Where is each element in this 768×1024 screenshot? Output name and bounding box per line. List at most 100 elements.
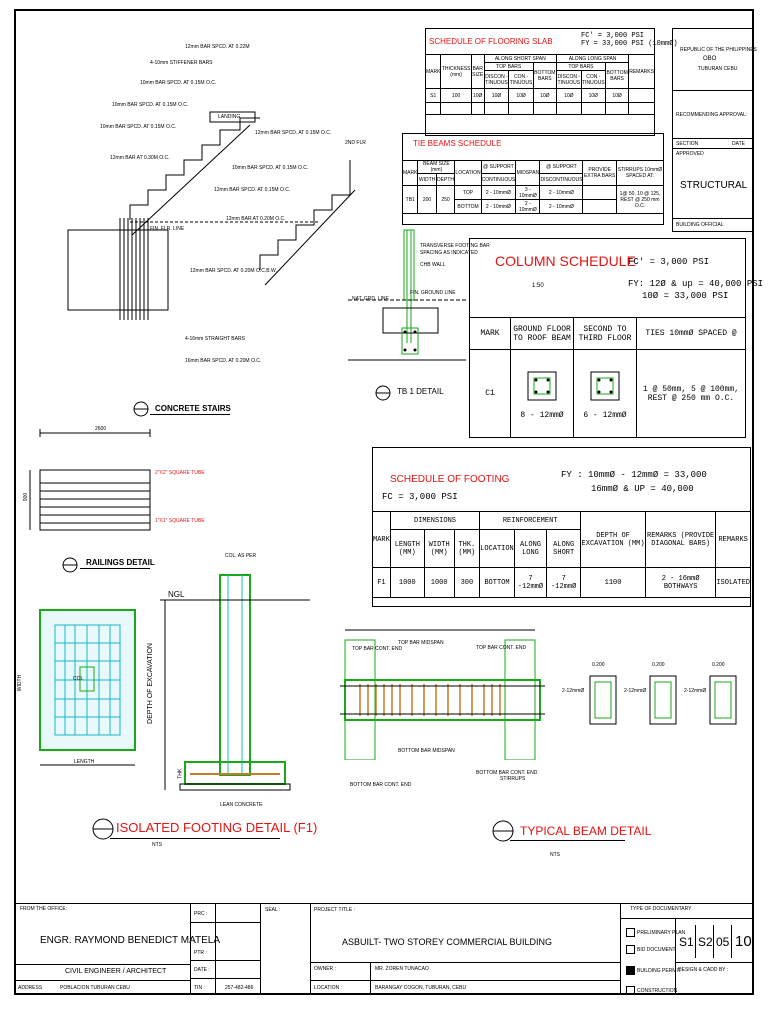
- tb-tin: TIN :: [194, 985, 205, 991]
- col-header: @ SUPPORT: [480, 160, 517, 174]
- beam-note: BOTTOM BAR MIDSPAN: [398, 748, 455, 754]
- section-marker-icon: [133, 401, 149, 417]
- tb1-note: TRANSVERSE FOOTING BAR: [420, 243, 490, 249]
- cell: 2 - 10mmØ: [539, 199, 584, 214]
- footing-fc: FC = 3,000 PSI: [382, 492, 458, 502]
- cell: [582, 199, 617, 214]
- agency-section: SECTION: [676, 141, 699, 147]
- col-header: THK. (MM): [453, 529, 481, 568]
- col-header: REMARKS: [715, 511, 751, 568]
- stairs-note: 2ND FLR: [345, 140, 366, 146]
- cell: 10Ø: [532, 88, 557, 103]
- cell: 100: [440, 88, 472, 103]
- cell: 2 - 10mmØ: [480, 185, 517, 200]
- stairs-note: 12mm BAR AT 0.20M O.C.: [226, 216, 286, 222]
- opt-label: CONSTRUCTION: [637, 987, 678, 994]
- column-title: COLUMN SCHEDULE: [495, 253, 636, 269]
- railings-dim2: 900: [23, 492, 30, 502]
- cell: 200: [417, 185, 437, 214]
- column-scale: 1:50: [532, 283, 544, 289]
- column-schedule: COLUMN SCHEDULE FC' = 3,000 PSI FY: 12Ø …: [469, 238, 763, 438]
- footing-depth: DEPTH OF EXCAVATION: [146, 643, 154, 724]
- col-header: DISCONTINUOUS: [539, 173, 584, 186]
- col-header: BAR SIZE: [470, 54, 485, 89]
- tb-project: ASBUILT- TWO STOREY COMMERCIAL BUILDING: [342, 937, 553, 947]
- tb-doc-type: TYPE OF DOCUMENTARY: [630, 906, 692, 912]
- tb-design: DESIGN & CADD BY :: [678, 967, 729, 973]
- railings-note: 2"X2" SQUARE TUBE: [155, 470, 205, 476]
- beam-sec-bars: 2-12mmØ: [684, 688, 707, 694]
- beam-sections-drawing: [589, 675, 737, 725]
- cell: 300: [453, 567, 481, 598]
- cell: BOTTOM: [454, 199, 482, 214]
- tb-location: BARANGAY COGON, TUBURAN, CEBU: [375, 985, 467, 991]
- checkbox-icon[interactable]: [626, 928, 635, 937]
- cell: 7 -12mmØ: [546, 567, 582, 598]
- tb-opt-4[interactable]: CONSTRUCTION: [626, 986, 677, 995]
- tb-opt-2[interactable]: BID DOCUMENT: [626, 945, 676, 954]
- agency-rec: RECOMMENDING APPROVAL:: [676, 112, 748, 118]
- col-header: DISCON -TINUOUS: [555, 70, 582, 89]
- stairs-note: 10mm BAR SPCD. AT 0.15M O.C.: [100, 124, 177, 130]
- tb-address-label: ADDRESS: [18, 985, 43, 991]
- col-header: DEPTH: [435, 173, 456, 186]
- beam-note: TOP BAR CONT. END: [476, 645, 527, 651]
- beam-note: BOTTOM BAR CONT. END: [476, 770, 538, 776]
- tb-opt-1[interactable]: PRELIMINARY PLAN: [626, 928, 685, 937]
- footing-length: LENGTH: [74, 759, 95, 765]
- tb-date: DATE :: [194, 967, 210, 973]
- stairs-note: 16mm BAR SPCD. AT 0.20M O.C.: [185, 358, 262, 364]
- tb1-ground: NAT. GRD. LINE: [352, 296, 389, 302]
- col-header: WIDTH (MM): [423, 529, 455, 568]
- column-bars: 8 - 12mmØ: [520, 410, 564, 420]
- cell: 10Ø: [508, 88, 534, 103]
- tie-beams-title: TIE BEAMS SCHEDULE: [413, 139, 502, 148]
- col-header: SECOND TO THIRD FLOOR: [573, 317, 637, 350]
- col-header: REINFORCEMENT: [479, 511, 582, 530]
- cell: 8 - 12mmØ: [510, 349, 574, 438]
- flooring-slab-title: SCHEDULE OF FLOORING SLAB: [429, 37, 553, 46]
- tb-opt-3[interactable]: BUILDING PERMIT: [626, 966, 681, 975]
- cell: [582, 185, 617, 200]
- title-block: [14, 903, 754, 995]
- railings-title: RAILINGS DETAIL: [86, 558, 155, 567]
- col-header: CON -TINUOUS: [580, 70, 607, 89]
- beam-note: STIRRUPS: [500, 776, 526, 782]
- stairs-note: 10mm BAR SPCD. AT 0.15M O.C.: [112, 102, 189, 108]
- checkbox-icon[interactable]: [626, 945, 635, 954]
- footing-thk: THK.: [177, 767, 184, 779]
- flooring-fc: FC' = 3,000 PSI: [581, 32, 645, 40]
- stairs-note: 4-16mm STRAIGHT BARS: [185, 336, 245, 342]
- sheet-code: 05: [716, 935, 730, 949]
- col-header: MARK: [469, 317, 511, 350]
- stairs-note: 12mm BAR SPCD. AT 0.15M O.C.: [255, 130, 332, 136]
- col-header: REMARKS (PROVIDE DIAGONAL BARS): [644, 511, 717, 568]
- beam-note: TOP BAR CONT. END: [352, 646, 403, 652]
- cell: ISOLATED: [715, 567, 751, 598]
- beam-drawing: [340, 629, 545, 760]
- cell: F1: [372, 567, 391, 598]
- stairs-drawing: [67, 111, 356, 320]
- col-header: PROVIDE EXTRA BARS: [582, 160, 617, 186]
- col-header: STIRRUPS 10mmØ SPACED AT:: [615, 160, 665, 186]
- stairs-note: 12mm BAR SPCD. AT 0.22M: [185, 44, 250, 50]
- beam-sec-bars: 2-12mmØ: [562, 688, 585, 694]
- col-header: THICKNESS (mm): [440, 54, 472, 89]
- col-header: CONTINUOUS: [480, 173, 517, 186]
- cell: TOP: [454, 185, 482, 200]
- tb-ptr: PTR :: [194, 950, 207, 956]
- cell: 2 - 10mmØ: [480, 199, 517, 214]
- footing-detail-title: ISOLATED FOOTING DETAIL (F1): [116, 820, 318, 835]
- opt-label: PRELIMINARY PLAN: [637, 929, 686, 936]
- sheet-code: S2: [698, 935, 713, 949]
- col-header: DIMENSIONS: [389, 511, 481, 530]
- checkbox-icon[interactable]: [626, 986, 635, 995]
- stairs-note: FIN. FLR. LINE: [150, 226, 185, 232]
- beam-sec-bars: 2-12mmØ: [624, 688, 647, 694]
- cell: 7 -12mmØ: [513, 567, 548, 598]
- beam-nts: NTS: [550, 852, 560, 858]
- cell: 2 - 16mmØ BOTHWAYS: [644, 567, 717, 598]
- checkbox-checked-icon[interactable]: [626, 966, 635, 975]
- col-header: DEPTH OF EXCAVATION (MM): [580, 511, 646, 568]
